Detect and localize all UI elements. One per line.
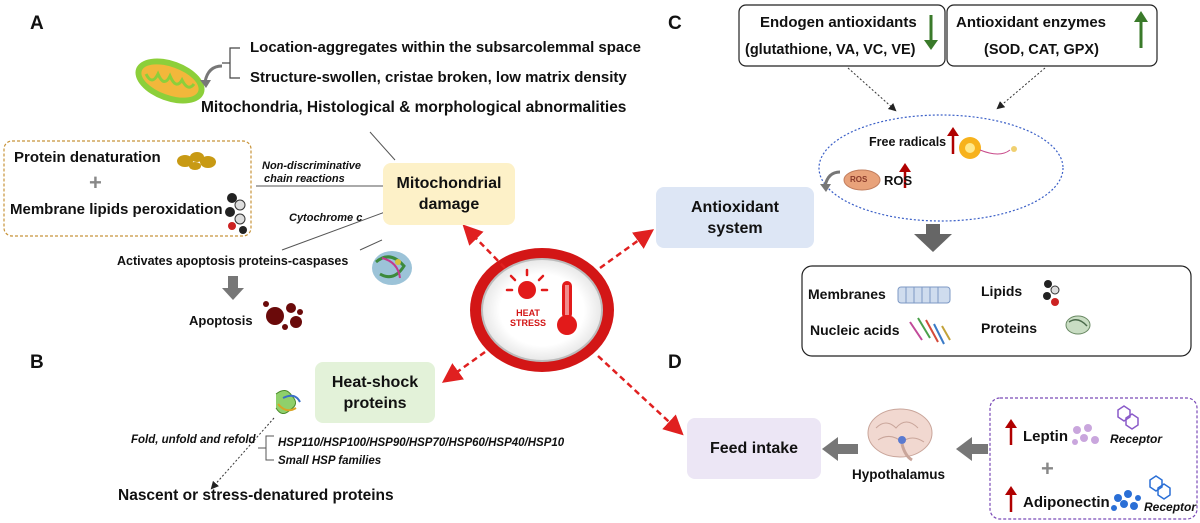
antioxidant-system-line2: system <box>707 219 763 237</box>
protein-denaturation-text: Protein denaturation <box>14 149 161 166</box>
endogen-antioxidants-box <box>738 4 946 67</box>
protein-icon <box>1065 315 1091 335</box>
mitochondrial-damage-line2: damage <box>418 196 480 213</box>
small-hsp-text: Small HSP families <box>278 455 382 467</box>
endogen-antioxidants-title: Endogen antioxidants <box>760 14 917 31</box>
antioxidant-enzymes-box <box>946 4 1158 67</box>
nucleic-acids-text: Nucleic acids <box>810 322 900 338</box>
antioxidant-system-line1: Antioxidant <box>691 198 779 216</box>
ros-ellipse <box>818 114 1064 222</box>
ros-mitochondrion-icon <box>843 169 881 191</box>
membrane-icon <box>897 286 951 304</box>
dna-icon <box>909 317 951 345</box>
denatured-protein-icon <box>177 152 216 170</box>
leptin-receptor-text: Receptor <box>1110 432 1163 446</box>
fold-text: Fold, unfold and refold <box>131 434 256 446</box>
panel-label-a: A <box>30 13 44 34</box>
leptin-molecule-icon <box>1072 424 1099 445</box>
free-radical-icon <box>959 137 1017 159</box>
lipids-text: Lipids <box>981 283 1023 299</box>
oxidative-targets-box <box>801 265 1192 357</box>
cytochrome-label: Cytochrome c <box>289 212 363 224</box>
lipid-molecule-icon <box>225 193 247 234</box>
feed-intake-box: Feed intake <box>687 418 821 479</box>
heat-shock-proteins-box: Heat-shock proteins <box>315 362 435 423</box>
adiponectin-receptor-icon <box>1149 475 1171 500</box>
ros-text: ROS <box>884 173 913 188</box>
nascent-proteins-text: Nascent or stress-denatured proteins <box>118 487 394 504</box>
brain-icon <box>867 408 933 462</box>
free-radicals-text: Free radicals <box>869 135 947 149</box>
adiponectin-molecule-icon <box>1111 490 1141 511</box>
lipid-icon <box>1043 280 1060 306</box>
membrane-lipids-text: Membrane lipids peroxidation <box>10 201 223 218</box>
mitochondrion-icon <box>135 58 205 104</box>
protein-lipid-box <box>3 140 252 237</box>
caspases-text: Activates apoptosis proteins-caspases <box>117 254 349 268</box>
panel-label-d: D <box>668 352 682 373</box>
location-text: Location-aggregates within the subsarcol… <box>250 39 641 56</box>
non-discriminative-label-1: Non-discriminative <box>262 160 362 172</box>
adiponectin-increase-icon <box>1005 486 1017 512</box>
panel-label-c: C <box>668 13 682 34</box>
arrow-to-heat-shock-proteins <box>441 350 486 383</box>
structure-text: Structure-swollen, cristae broken, low m… <box>250 69 627 86</box>
plus-sign: + <box>89 170 102 195</box>
antioxidant-enzymes-title: Antioxidant enzymes <box>956 14 1107 31</box>
free-radicals-increase-icon <box>947 127 959 154</box>
heat-stress-icon <box>470 248 614 372</box>
ros-chip-text: ROS <box>850 175 868 184</box>
hypothalamus-text: Hypothalamus <box>852 467 946 482</box>
leptin-text: Leptin <box>1023 428 1068 445</box>
mitochondria-caption: Mitochondria, Histological & morphologic… <box>201 99 627 116</box>
proteins-text: Proteins <box>981 320 1038 336</box>
arrow-hypothalamus-to-feed <box>822 437 858 461</box>
feed-intake-label: Feed intake <box>709 439 799 457</box>
hormones-plus-sign: + <box>1041 456 1054 481</box>
leptin-receptor-icon <box>1117 405 1139 430</box>
heat-stress-label: HEAT STRESS <box>510 308 546 328</box>
heat-shock-line2: proteins <box>343 394 407 412</box>
antioxidant-enzymes-list: (SOD, CAT, GPX) <box>984 42 1099 58</box>
caspase-protein-icon <box>372 251 412 285</box>
hormones-box <box>989 397 1198 520</box>
heat-shock-line1: Heat-shock <box>331 373 419 391</box>
panel-label-b: B <box>30 352 44 373</box>
adiponectin-text: Adiponectin <box>1023 494 1110 511</box>
apoptosis-cells-icon <box>263 301 303 330</box>
hsp-list-text: HSP110/HSP100/HSP90/HSP70/HSP60/HSP40/HS… <box>278 437 565 449</box>
heat-stress-line2: STRESS <box>510 318 547 328</box>
arrow-to-antioxidant-system <box>599 229 655 270</box>
endogen-antioxidants-list: (glutathione, VA, VC, VE) <box>745 42 916 58</box>
arrow-hormones-to-hypothalamus <box>956 437 988 461</box>
membranes-text: Membranes <box>808 286 886 302</box>
non-discriminative-label-2: chain reactions <box>264 173 345 185</box>
heat-stress-line1: HEAT <box>516 308 540 318</box>
adiponectin-receptor-text: Receptor <box>1144 500 1197 514</box>
decrease-arrow-icon <box>924 15 938 50</box>
increase-arrow-icon <box>1134 11 1148 48</box>
mitochondrial-damage-box: Mitochondrial damage <box>383 163 515 225</box>
leptin-increase-icon <box>1005 419 1017 445</box>
ros-increase-icon <box>899 163 911 188</box>
hsp-protein-icon <box>275 390 301 414</box>
antioxidant-system-box: Antioxidant system <box>656 187 814 248</box>
arrow-to-feed-intake <box>597 355 684 436</box>
apoptosis-text: Apoptosis <box>189 313 253 328</box>
mitochondrial-damage-line1: Mitochondrial <box>396 175 502 192</box>
